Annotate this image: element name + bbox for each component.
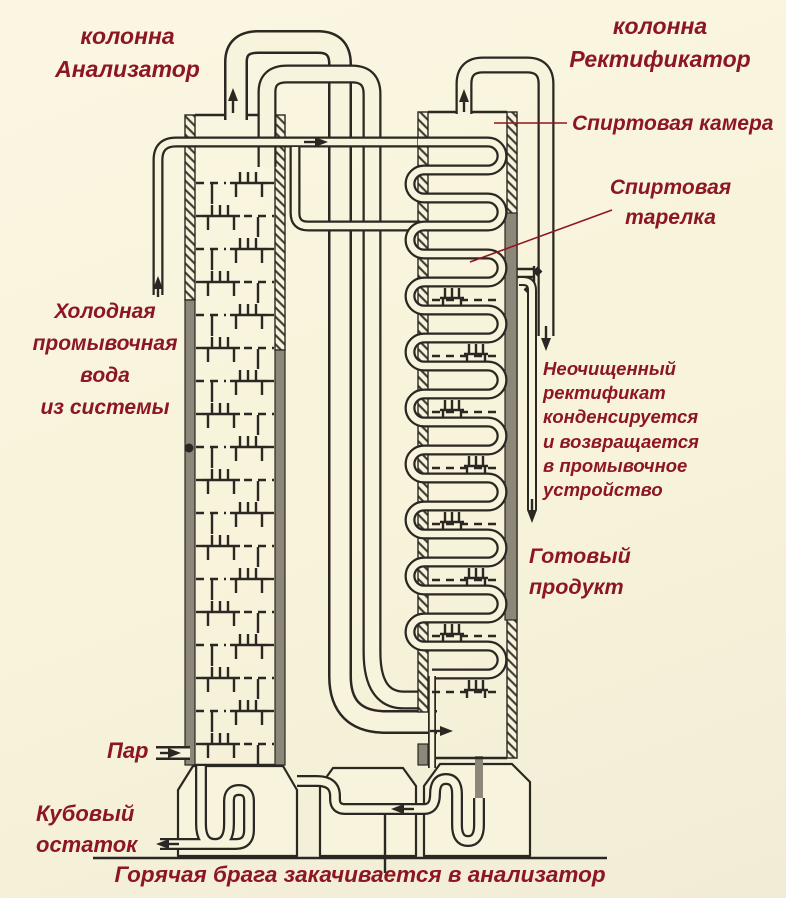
bottoms-left-arrow-icon [156, 839, 179, 849]
vapor-entry-right-arrow-icon [430, 726, 453, 736]
product-down-arrow-icon [527, 499, 537, 523]
bottoms-trap-pipe [160, 766, 255, 850]
label-column-analyzer: колонна Анализатор [55, 23, 200, 82]
cold-water-pipe [152, 136, 420, 295]
label-alcohol-plate: Спиртовая тарелка [609, 176, 732, 229]
wash-overpipe [257, 64, 420, 710]
label-alcohol-chamber: Спиртовая камера [572, 112, 774, 135]
alcohol-plate-pointer [469, 209, 613, 263]
label-steam: Пар [107, 738, 149, 763]
cold-water-up-arrow-icon [153, 276, 163, 297]
product-pipe [517, 266, 543, 510]
wall-bolt [184, 443, 194, 453]
label-cold-wash-water: Холодная промывочная вода из системы [32, 300, 178, 419]
analyzer-vapor-up-arrow-icon [228, 88, 238, 113]
rectifier-vapor-up-arrow-icon [459, 89, 469, 112]
label-finished-product: Готовый продукт [529, 544, 631, 599]
vapor-overpipe [224, 30, 437, 734]
steam-right-arrow-icon [160, 748, 181, 758]
cold-water-right-arrow-icon [304, 137, 328, 147]
label-hot-braga-feed: Горячая брага закачивается в анализатор [114, 862, 606, 887]
rectifier-trays [432, 286, 502, 700]
rectifier-top-pipe [455, 56, 555, 336]
label-column-rectifier: колонна Ректификатор [569, 13, 751, 72]
reflux-down-arrow-icon [541, 326, 551, 351]
label-bottoms-residue: Кубовый остаток [36, 801, 138, 858]
braga-transfer-pipe [297, 773, 485, 847]
braga-left-arrow-icon [391, 804, 414, 814]
analyzer-column [184, 113, 286, 767]
label-crude-rectificate: Неочищенный ректификат конденсируется и … [543, 358, 699, 501]
rectifier-column [417, 110, 518, 766]
